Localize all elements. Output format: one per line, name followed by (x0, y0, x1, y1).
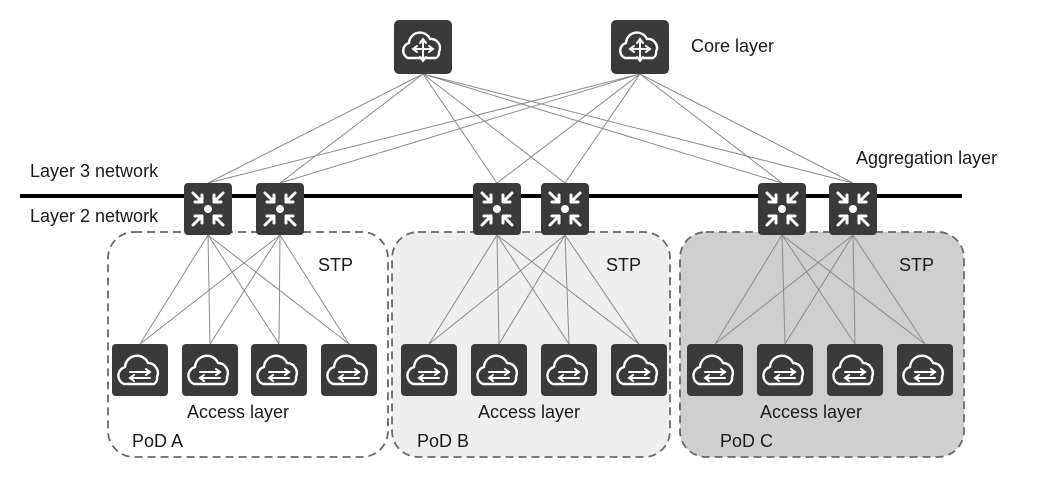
aggregation-switch-icon-pod-a-2 (254, 181, 306, 237)
aggregation-switch-icon-pod-b-2 (539, 181, 591, 237)
access-switch-cloud-icon-pod-a-4 (319, 342, 379, 398)
agg-access-link (279, 234, 350, 345)
pod-container-c (679, 231, 965, 458)
pod-container-b (391, 231, 671, 458)
core-router-cloud-icon-1 (392, 18, 454, 76)
core-router-cloud-icon-2 (609, 18, 671, 76)
access-switch-cloud-icon-pod-c-1 (685, 342, 745, 398)
agg-access-link (496, 234, 640, 345)
agg-access-link (496, 234, 500, 345)
core-agg-link (207, 73, 641, 184)
pod-b-stp-label: STP (606, 255, 641, 275)
agg-access-link (278, 234, 281, 345)
access-switch-cloud-icon-pod-c-3 (825, 342, 885, 398)
pod-a-access-label: Access layer (187, 402, 289, 422)
agg-access-link (564, 234, 640, 345)
pod-container-a (107, 231, 389, 458)
aggregation-switch-icon-pod-c-1 (756, 181, 808, 237)
agg-access-link (139, 234, 281, 345)
core-agg-link (279, 73, 641, 184)
agg-access-link (852, 234, 926, 345)
pod-b-labels: STP Access layer PoD B (417, 255, 641, 451)
layer3-network-label: Layer 3 network (30, 161, 159, 181)
pod-c-labels: STP Access layer PoD C (720, 255, 934, 451)
access-switch-cloud-icon-pod-b-2 (469, 342, 529, 398)
access-switch-cloud-icon-pod-a-1 (110, 342, 170, 398)
agg-access-link (207, 234, 280, 345)
aggregation-switch-icon-pod-b-1 (471, 181, 523, 237)
agg-access-link (139, 234, 209, 345)
aggregation-switch-icon-pod-c-2 (827, 181, 879, 237)
access-switch-cloud-icon-pod-b-1 (399, 342, 459, 398)
agg-access-link (428, 234, 566, 345)
agg-access-link (209, 234, 281, 345)
agg-access-link (496, 234, 570, 345)
pod-a-labels: STP Access layer PoD A (132, 255, 353, 451)
aggregation-layer-label: Aggregation layer (856, 148, 997, 168)
agg-access-link (564, 234, 570, 345)
agg-access-link (207, 234, 211, 345)
core-agg-link (564, 73, 641, 184)
pod-b-name: PoD B (417, 431, 469, 451)
agg-access-link (498, 234, 566, 345)
pod-c-stp-label: STP (899, 255, 934, 275)
access-switch-cloud-icon-pod-a-3 (249, 342, 309, 398)
core-agg-link (496, 73, 641, 184)
access-switch-cloud-icon-pod-a-2 (180, 342, 240, 398)
agg-access-link (207, 234, 350, 345)
pod-c-access-label: Access layer (760, 402, 862, 422)
pod-a-name: PoD A (132, 431, 183, 451)
agg-access-link (784, 234, 854, 345)
core-agg-link (422, 73, 566, 184)
agg-access-link (714, 234, 783, 345)
pod-c-name: PoD C (720, 431, 773, 451)
core-agg-link (639, 73, 783, 184)
access-switch-cloud-icon-pod-c-4 (895, 342, 955, 398)
agg-access-link (714, 234, 854, 345)
access-switch-cloud-icon-pod-b-4 (609, 342, 669, 398)
pod-b-access-label: Access layer (478, 402, 580, 422)
agg-access-link (852, 234, 856, 345)
core-layer-label: Core layer (691, 36, 774, 56)
access-switch-cloud-icon-pod-c-2 (755, 342, 815, 398)
core-agg-link (207, 73, 424, 184)
pod-a-stp-label: STP (318, 255, 353, 275)
pods-layer (107, 231, 965, 458)
aggregation-switch-icon-pod-a-1 (182, 181, 234, 237)
links-layer (139, 73, 926, 345)
core-agg-link (639, 73, 854, 184)
core-agg-link (422, 73, 854, 184)
access-switch-cloud-icon-pod-b-3 (539, 342, 599, 398)
layer2-network-label: Layer 2 network (30, 206, 159, 226)
agg-access-link (428, 234, 498, 345)
core-agg-link (279, 73, 424, 184)
